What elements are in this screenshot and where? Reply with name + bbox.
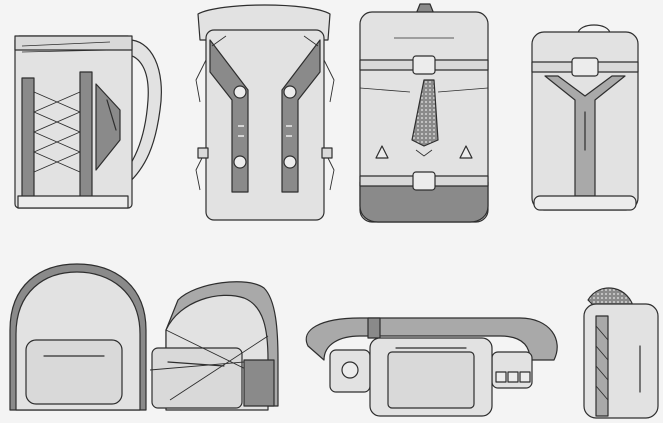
dome-backpack-angled — [149, 281, 279, 411]
dome-backpack — [9, 263, 147, 411]
rolltop-front-backpack — [195, 4, 335, 221]
rolltop-side-backpack — [14, 35, 162, 209]
rolltop-buckle-backpack — [359, 3, 489, 223]
travel-pack — [531, 24, 639, 211]
sling-bag — [583, 287, 659, 419]
hip-pack — [305, 317, 558, 417]
